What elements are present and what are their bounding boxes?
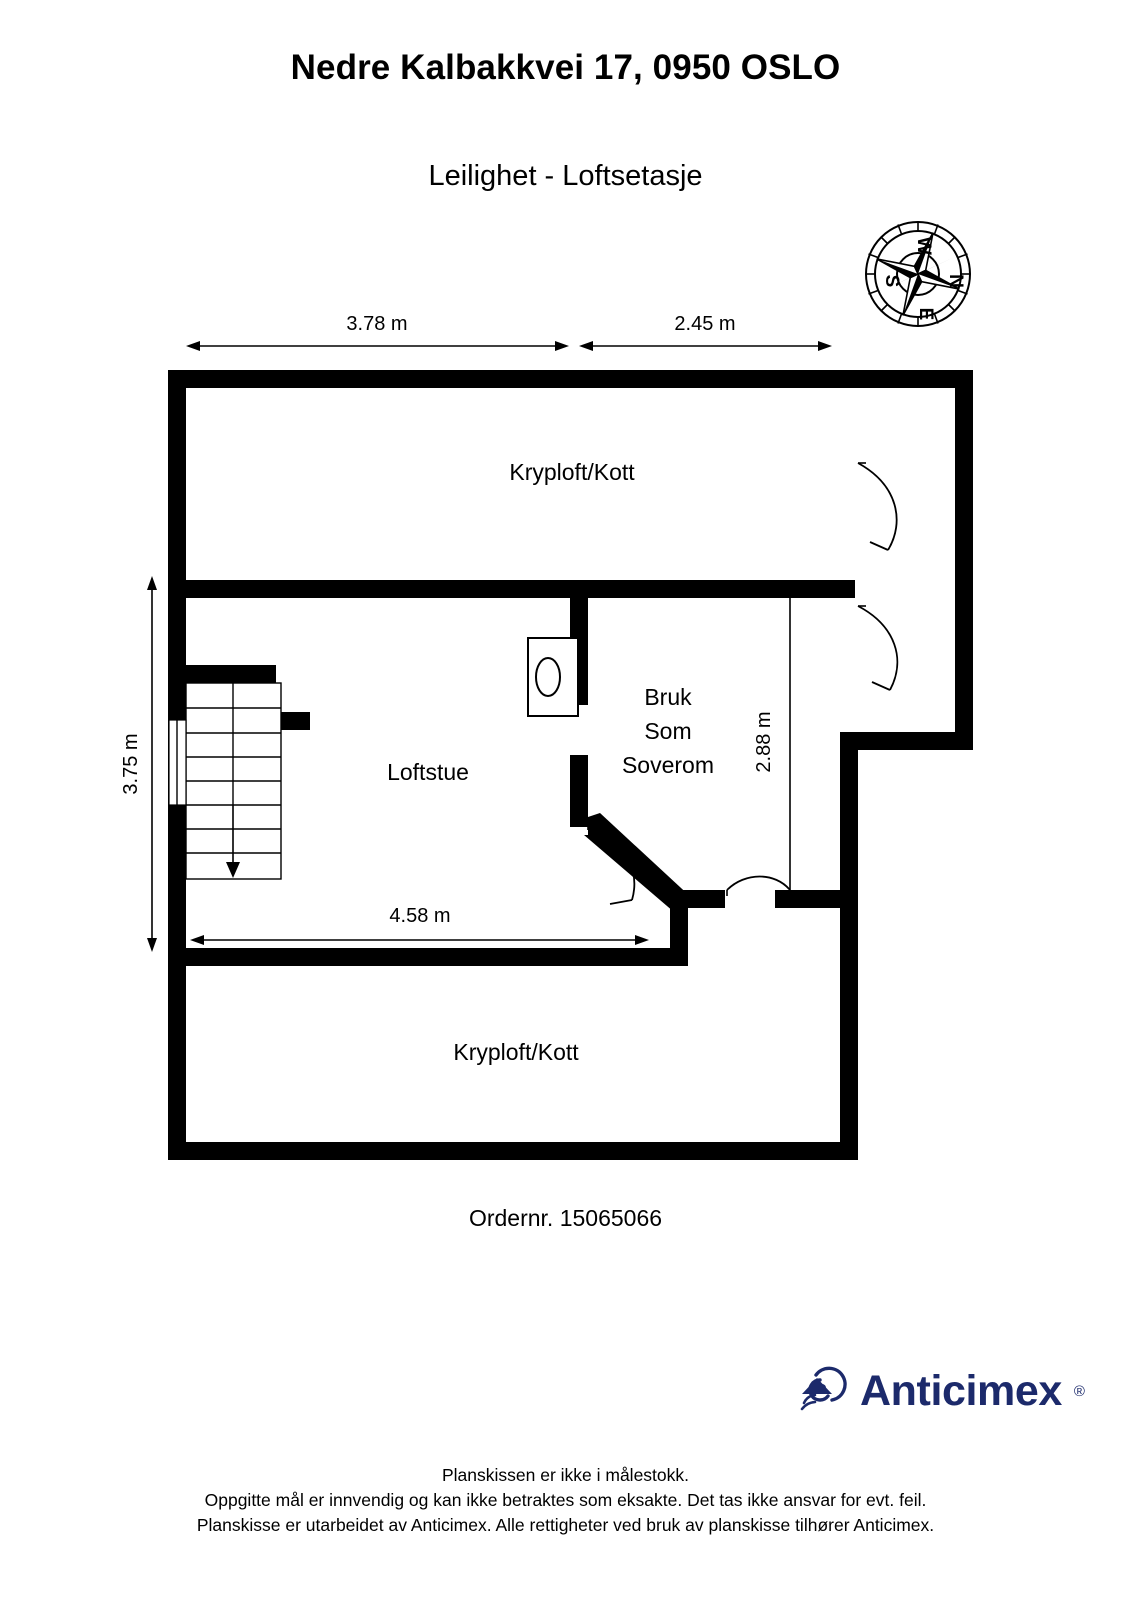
door-bedroom-upper (570, 826, 636, 905)
room-label-soverom-line2: Som (644, 718, 691, 744)
compass-label-left: S (881, 275, 902, 288)
brand-registered-mark: ® (1073, 1382, 1085, 1400)
dim-top-right: 2.45 m (579, 313, 832, 351)
order-number: Ordernr. 15065066 (468, 1205, 663, 1231)
door-right-upper (840, 460, 898, 551)
dim-right-label: 2.88 m (753, 711, 775, 772)
compass-rose-icon: W N E S (862, 218, 974, 330)
diagonal-wall (570, 813, 694, 912)
anticimex-swirl-icon (798, 1364, 850, 1419)
room-label-loftstue: Loftstue (387, 759, 469, 785)
footer-disclaimer: Planskissen er ikke i målestokk. Oppgitt… (0, 1463, 1131, 1538)
dim-top-left-label: 3.78 m (346, 313, 407, 335)
room-label-kryploft-top: Kryploft/Kott (509, 459, 635, 485)
door-right-lower (840, 600, 899, 691)
floor-plan-drawing: 3.78 m 2.45 m 3.75 m (120, 313, 973, 1160)
page-subtitle: Leilighet - Loftsetasje (428, 160, 703, 192)
dim-bottom: 4.58 m (190, 905, 649, 945)
brand-name: Anticimex (860, 1366, 1062, 1415)
dim-right: 2.88 m (753, 580, 795, 904)
dim-top-right-label: 2.45 m (674, 313, 735, 335)
compass-label-top: W (913, 237, 934, 255)
compass-label-bottom: E (915, 308, 936, 321)
dim-bottom-label: 4.58 m (389, 905, 450, 927)
footer-line-1: Planskissen er ikke i målestokk. (441, 1465, 690, 1485)
brand-logo: Anticimex ® (798, 1362, 1085, 1420)
window-icon (527, 637, 579, 717)
dim-left: 3.75 m (120, 576, 157, 952)
dim-left-label: 3.75 m (120, 733, 142, 794)
room-label-soverom-line1: Bruk (644, 684, 692, 710)
door-bedroom-lower (725, 875, 791, 908)
footer-line-2: Oppgitte mål er innvendig og kan ikke be… (204, 1490, 927, 1510)
compass-label-right: N (945, 274, 966, 288)
page-title: Nedre Kalbakkvei 17, 0950 OSLO (290, 48, 841, 87)
staircase-icon (168, 682, 282, 880)
footer-line-3: Planskisse er utarbeidet av Anticimex. A… (196, 1515, 935, 1535)
room-label-kryploft-bottom: Kryploft/Kott (453, 1039, 579, 1065)
room-label-soverom-line3: Soverom (622, 752, 714, 778)
dim-top-left: 3.78 m (186, 313, 569, 351)
